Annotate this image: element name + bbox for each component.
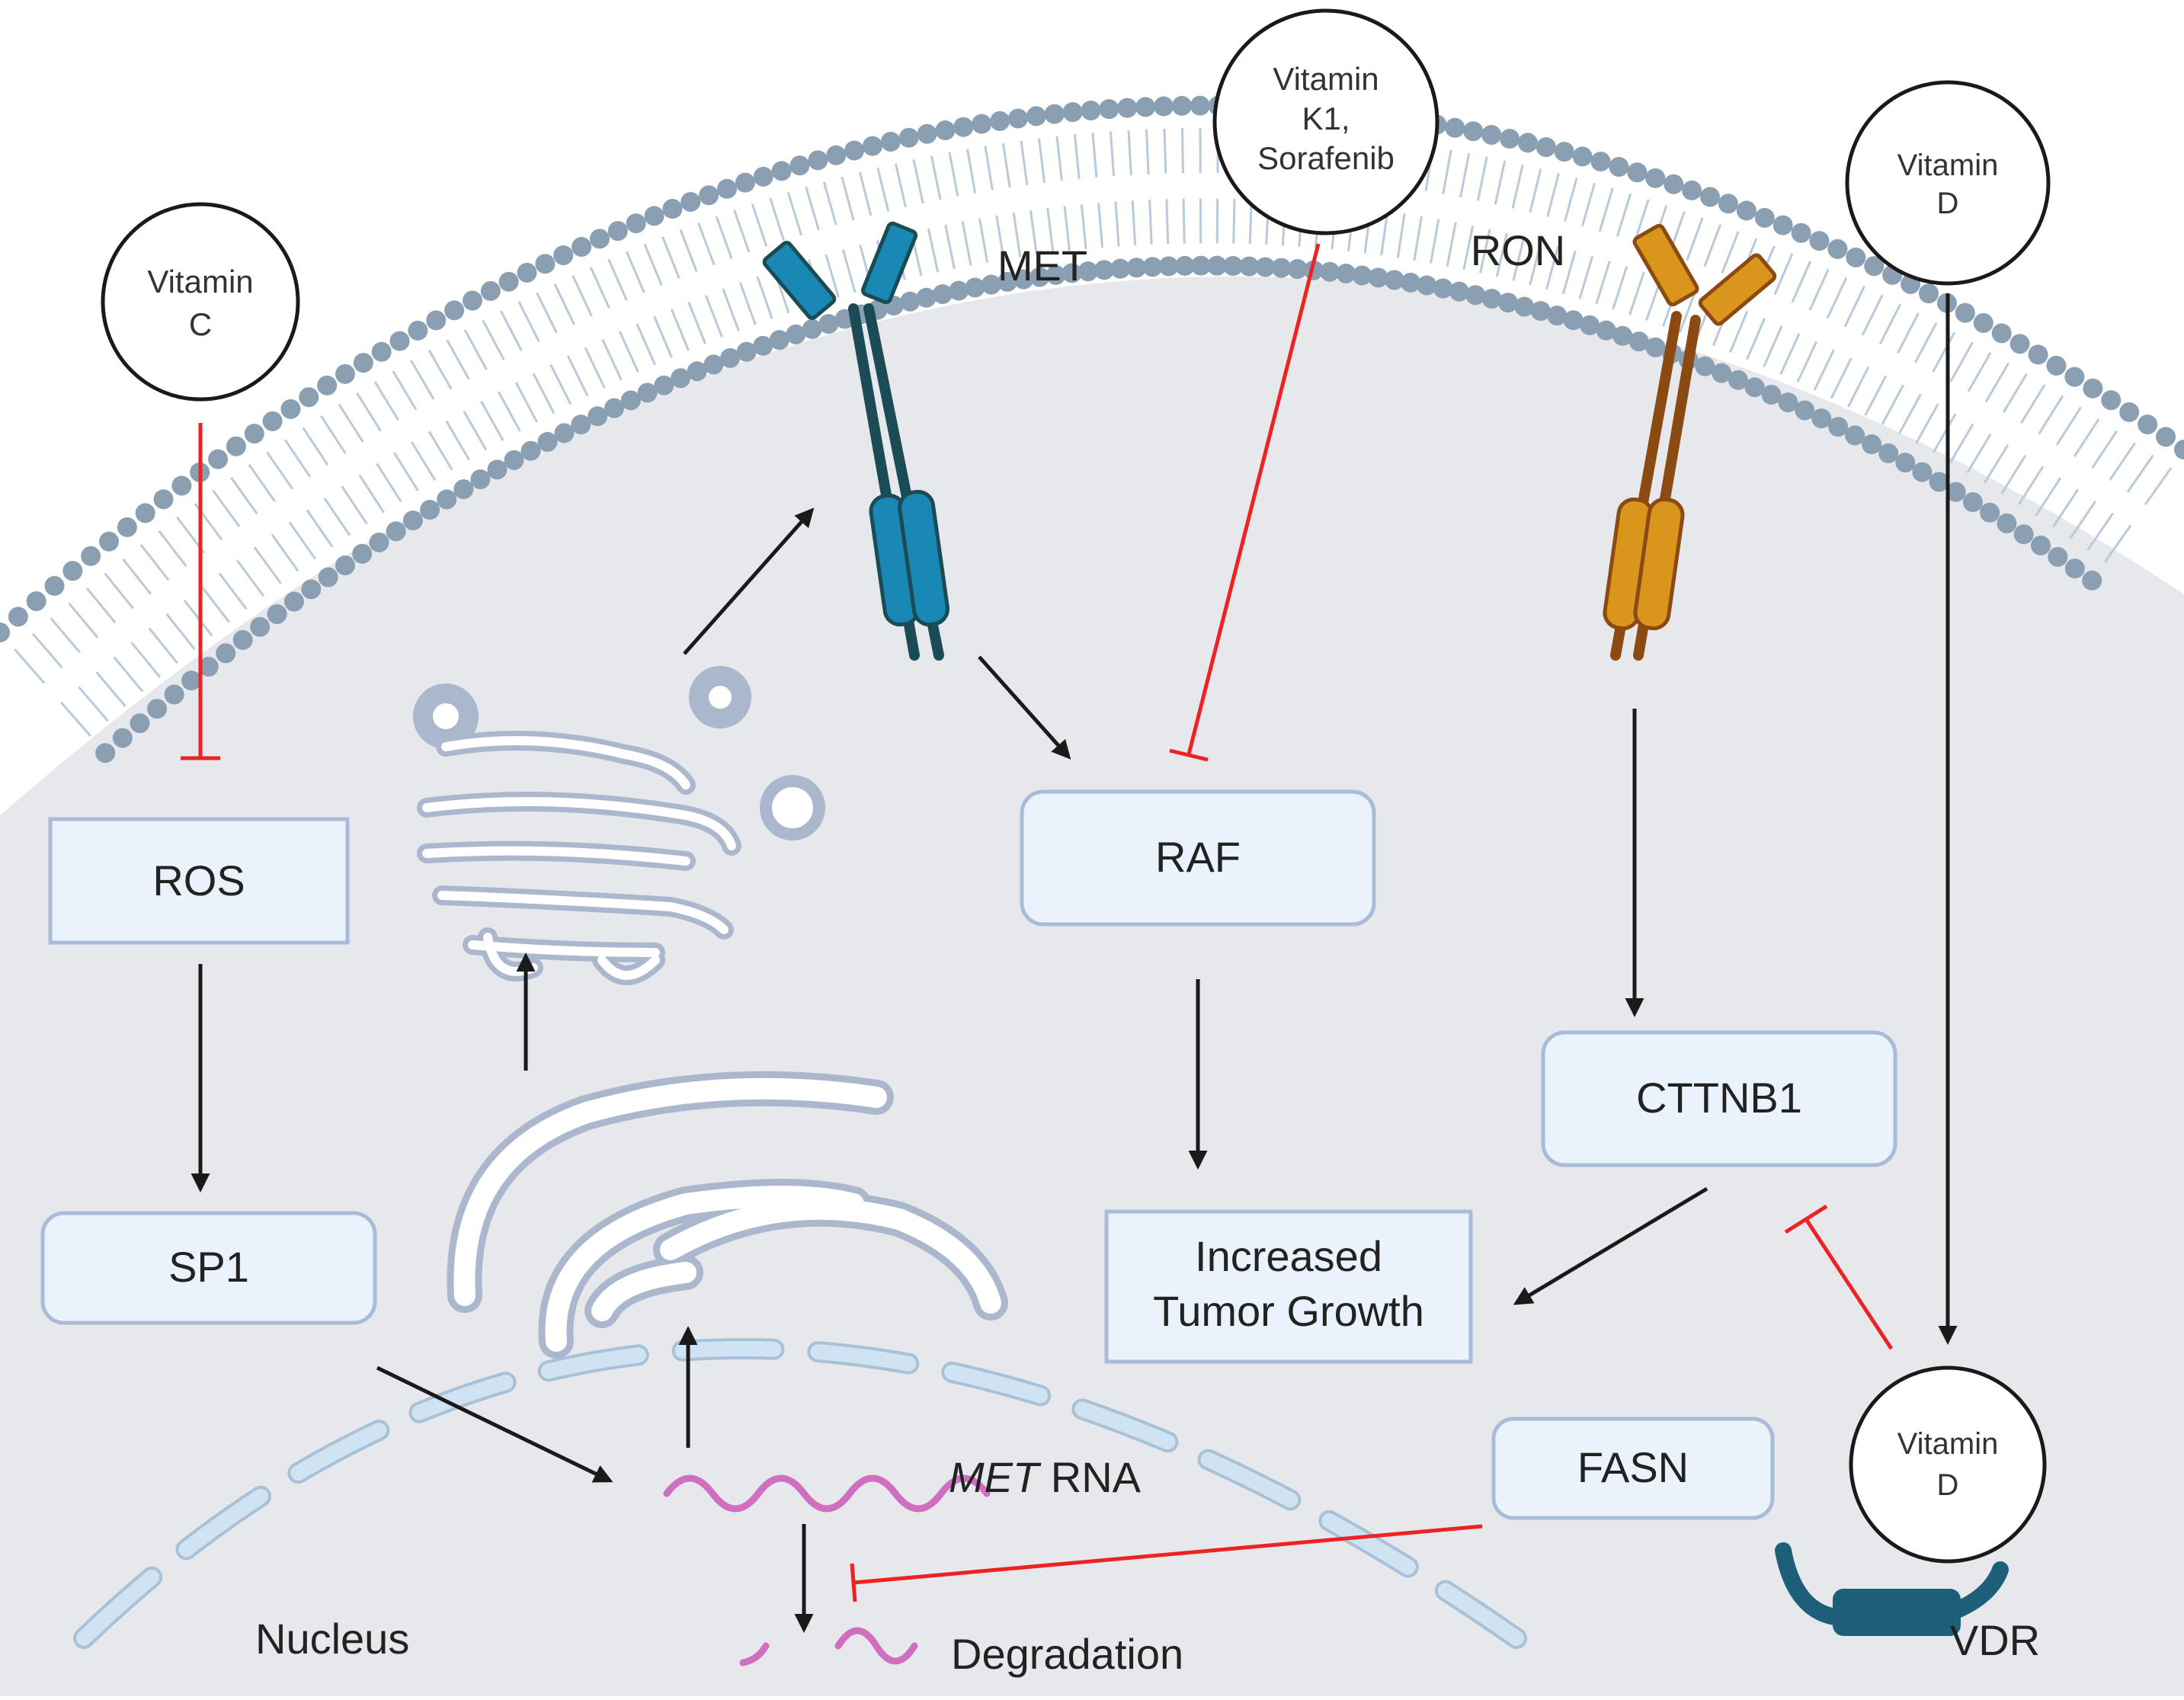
ron-receptor-label: RON — [1471, 226, 1565, 274]
fasn-label: FASN — [1577, 1443, 1689, 1491]
tumor-growth-node: Increased Tumor Growth — [1106, 1212, 1471, 1362]
ros-label: ROS — [152, 856, 245, 904]
vitamin-c-node: Vitamin C — [103, 204, 298, 399]
sp1-label: SP1 — [168, 1243, 249, 1291]
vitamin-d-bottom-label-line2: D — [1937, 1468, 1959, 1502]
cttnb1-node: CTTNB1 — [1543, 1032, 1895, 1165]
vitamin-d-bottom-node: Vitamin D — [1851, 1368, 2045, 1561]
nucleus-label: Nucleus — [255, 1615, 409, 1663]
vitamin-d-top-node: Vitamin D — [1847, 82, 2048, 283]
met-rna-label-suffix: RNA — [1039, 1453, 1141, 1501]
vitamin-k1-label-line1: Vitamin — [1273, 61, 1379, 97]
met-receptor-label: MET — [998, 242, 1087, 290]
vitamin-d-top-label-line1: Vitamin — [1897, 149, 1999, 182]
cttnb1-label: CTTNB1 — [1636, 1074, 1802, 1122]
met-rna-label: MET RNA — [949, 1453, 1142, 1501]
vitamin-d-bottom-label-line1: Vitamin — [1897, 1427, 1999, 1461]
sp1-node: SP1 — [43, 1213, 375, 1323]
vitamin-k1-label-line2: K1, — [1302, 101, 1350, 136]
vesicle — [770, 785, 815, 831]
met-rna-label-italic: MET — [949, 1453, 1042, 1501]
raf-label: RAF — [1155, 833, 1241, 881]
tumor-growth-label-line2: Tumor Growth — [1153, 1287, 1424, 1335]
degradation-label: Degradation — [951, 1630, 1183, 1678]
vitamin-k1-label-line3: Sorafenib — [1257, 140, 1395, 176]
ros-node: ROS — [50, 819, 347, 943]
vitamin-c-label-line1: Vitamin — [147, 264, 253, 299]
vitamin-d-top-label-line2: D — [1937, 187, 1959, 220]
tumor-growth-label-line1: Increased — [1195, 1232, 1382, 1280]
fasn-node: FASN — [1494, 1419, 1772, 1518]
vdr-label: VDR — [1950, 1616, 2040, 1664]
raf-node: RAF — [1022, 792, 1374, 924]
vitamin-c-label-line2: C — [189, 306, 212, 342]
vitamin-k1-sorafenib-node: Vitamin K1, Sorafenib — [1215, 11, 1437, 233]
